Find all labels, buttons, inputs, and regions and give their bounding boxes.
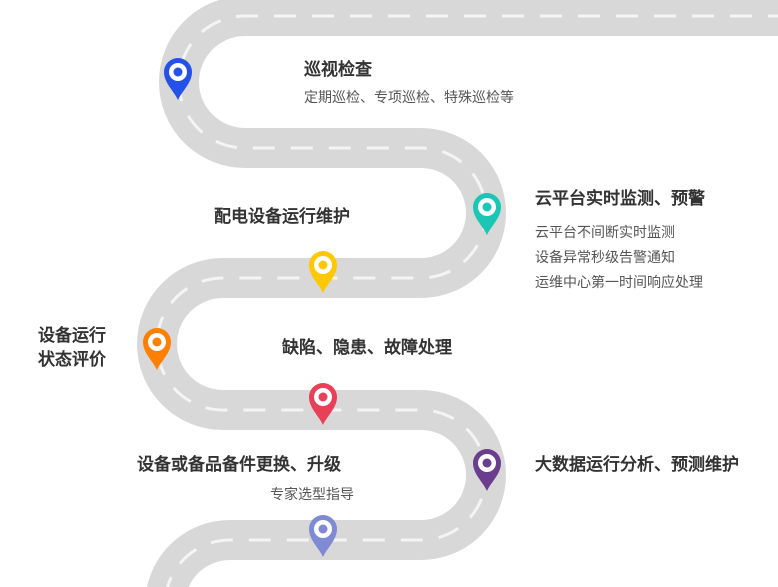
step-2-desc: 云平台不间断实时监测 设备异常秒级告警通知 运维中心第一时间响应处理 bbox=[535, 221, 703, 296]
step-1-title: 巡视检查 bbox=[304, 60, 372, 80]
step-7-desc: 专家选型指导 bbox=[270, 487, 354, 503]
step-6-title: 大数据运行分析、预测维护 bbox=[535, 455, 739, 475]
step-2-title: 云平台实时监测、预警 bbox=[535, 189, 705, 209]
map-pin-icon bbox=[472, 192, 502, 236]
step-4-title: 设备运行 状态评价 bbox=[38, 324, 106, 372]
map-pin-icon bbox=[308, 250, 338, 294]
step-2-line: 设备异常秒级告警通知 bbox=[535, 250, 675, 266]
map-pin-icon bbox=[163, 57, 193, 101]
step-2-line: 运维中心第一时间响应处理 bbox=[535, 275, 703, 291]
map-pin-icon bbox=[142, 327, 172, 371]
step-5-title: 缺陷、隐患、故障处理 bbox=[282, 338, 452, 358]
map-pin-icon bbox=[472, 448, 502, 492]
step-1-desc: 定期巡检、专项巡检、特殊巡检等 bbox=[304, 90, 514, 106]
map-pin-icon bbox=[308, 514, 338, 558]
step-2-line: 云平台不间断实时监测 bbox=[535, 225, 675, 241]
step-4-title-line: 状态评价 bbox=[38, 350, 106, 370]
step-3-title: 配电设备运行维护 bbox=[214, 207, 350, 227]
map-pin-icon bbox=[308, 382, 338, 426]
step-4-title-line: 设备运行 bbox=[38, 326, 106, 346]
step-7-title: 设备或备品备件更换、升级 bbox=[137, 455, 341, 475]
